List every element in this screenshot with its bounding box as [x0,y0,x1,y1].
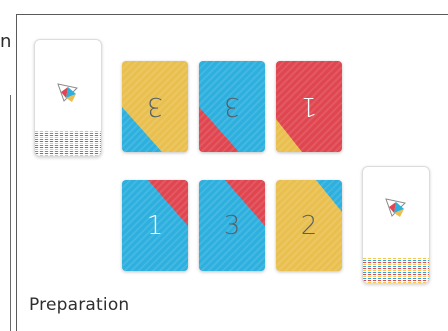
card-stripes [122,61,188,152]
card-accent-shape [122,107,162,152]
card-stripes [199,180,265,271]
draw-deck-left[interactable] [34,39,102,157]
card-value: 1 [146,210,164,241]
card-accent-shape [225,180,265,226]
card-top-3[interactable]: 1 [276,61,342,152]
card-stripes [276,180,342,271]
card-stripes [199,61,265,152]
card-top-1[interactable]: 3 [122,61,188,152]
card-bottom-3[interactable]: 2 [276,180,342,271]
card-stripes [276,61,342,152]
card-value: 3 [146,91,164,122]
card-bottom-1[interactable]: 1 [122,180,188,271]
deck-stack-edges [363,257,429,283]
clipped-heading-text: n [0,31,12,52]
draw-deck-right[interactable] [362,166,430,284]
section-caption: Preparation [29,295,130,315]
frame-left-border [16,14,17,331]
card-accent-shape [148,180,188,226]
card-top-2[interactable]: 3 [199,61,265,152]
deck-stack-edges [35,130,101,156]
card-value: 3 [223,210,241,241]
margin-rule [10,95,11,331]
triangle-logo-icon [385,198,407,217]
card-value: 3 [223,91,241,122]
card-accent-shape [276,119,302,152]
frame-top-border [16,14,448,15]
card-value: 2 [300,210,318,241]
card-accent-shape [199,107,239,152]
triangle-logo-icon [57,83,79,102]
card-value: 1 [300,91,318,122]
card-stripes [122,180,188,271]
card-bottom-2[interactable]: 3 [199,180,265,271]
card-accent-shape [316,180,342,212]
